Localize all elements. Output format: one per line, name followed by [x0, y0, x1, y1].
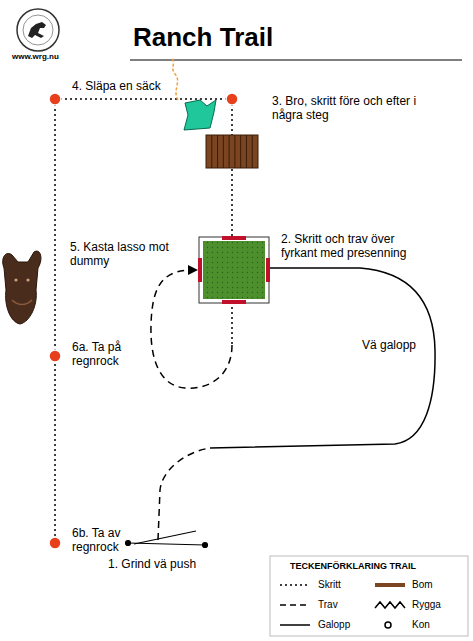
arrow-head: [188, 265, 198, 275]
legend-sample: [280, 584, 310, 586]
legend-heading: TECKENFÖRKLARING TRAIL: [290, 561, 416, 572]
station-label: 3. Bro, skritt före och efter i några st…: [272, 94, 447, 122]
station-label: 5. Kasta lasso mot dummy: [70, 240, 185, 268]
sack: [184, 100, 216, 130]
legend-sample: [280, 624, 310, 626]
legend-text: Rygga: [412, 599, 441, 611]
walk-lines: [55, 99, 232, 543]
station-label: 6a. Ta på regnrock: [72, 340, 142, 368]
tarp-square: [198, 236, 270, 304]
station-label: 4. Släpa en säck: [72, 79, 161, 93]
logo-url: www.wrg.nu: [12, 52, 59, 62]
legend-text: Skritt: [318, 579, 341, 591]
station-label: 6b. Ta av regnrock: [72, 526, 142, 554]
page-title: Ranch Trail: [133, 22, 273, 52]
legend-text: Kon: [412, 619, 430, 631]
rope: [172, 58, 178, 100]
gait-label: Vä galopp: [362, 338, 416, 352]
legend-sample: [385, 622, 391, 628]
bridge: [206, 135, 258, 168]
legend-sample: [375, 583, 405, 587]
dummy: [3, 251, 41, 324]
title-rule: [130, 60, 462, 61]
legend-text: Galopp: [318, 619, 350, 631]
club-logo: [17, 9, 59, 51]
trot-lines: [151, 270, 232, 540]
legend-text: Bom: [412, 579, 433, 591]
legend-text: Trav: [318, 599, 338, 611]
legend-sample: [375, 602, 405, 608]
legend-box: [270, 556, 468, 636]
station-label: 2. Skritt och trav över fyrkant med pres…: [281, 232, 421, 260]
station-label: 1. Grind vä push: [108, 557, 196, 571]
legend-sample: [280, 604, 310, 606]
gate: [126, 531, 208, 548]
